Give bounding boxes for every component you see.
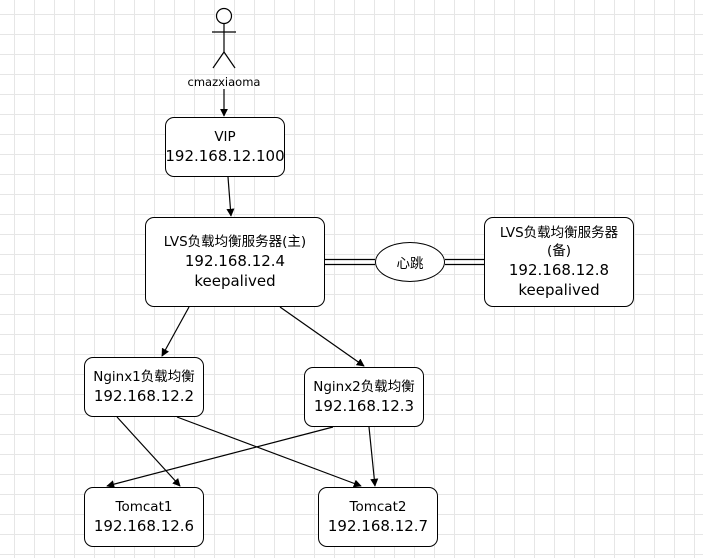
lvs-backup-node[interactable]: LVS负载均衡服务器 (备) 192.168.12.8 keepalived <box>484 217 634 307</box>
tomcat2-node[interactable]: Tomcat2 192.168.12.7 <box>318 487 438 547</box>
heartbeat-label: 心跳 <box>396 256 424 272</box>
link-heartbeat-lvs-backup <box>445 258 484 266</box>
lvs-backup-software: keepalived <box>518 281 600 299</box>
edge-vip-to-lvs-master <box>226 176 235 217</box>
edge-lvs-master-to-nginx1 <box>161 306 190 357</box>
nginx1-node[interactable]: Nginx1负载均衡 192.168.12.2 <box>84 357 204 417</box>
heartbeat-node[interactable]: 心跳 <box>375 242 445 282</box>
lvs-backup-role: (备) <box>546 243 572 259</box>
tomcat1-title: Tomcat1 <box>115 499 173 515</box>
lvs-master-node[interactable]: LVS负载均衡服务器(主) 192.168.12.4 keepalived <box>145 217 325 307</box>
actor-label: cmazxiaoma <box>187 75 261 89</box>
edge-nginx2-to-tomcat1 <box>106 426 334 489</box>
tomcat2-title: Tomcat2 <box>349 499 407 515</box>
tomcat1-node[interactable]: Tomcat1 192.168.12.6 <box>84 487 204 547</box>
vip-title: VIP <box>214 129 236 145</box>
vip-node[interactable]: VIP 192.168.12.100 <box>165 117 285 177</box>
lvs-master-title: LVS负载均衡服务器(主) <box>163 234 307 250</box>
nginx2-title: Nginx2负载均衡 <box>313 379 415 395</box>
edge-nginx2-to-tomcat2 <box>368 426 379 487</box>
nginx2-ip: 192.168.12.3 <box>313 397 415 415</box>
lvs-master-software: keepalived <box>194 272 276 290</box>
actor-figure <box>212 7 236 69</box>
edge-nginx1-to-tomcat2 <box>176 416 362 488</box>
link-lvs-master-heartbeat <box>325 258 375 266</box>
nginx1-title: Nginx1负载均衡 <box>93 369 195 385</box>
nginx1-ip: 192.168.12.2 <box>93 387 195 405</box>
edge-nginx1-to-tomcat1 <box>116 416 181 487</box>
nginx2-node[interactable]: Nginx2负载均衡 192.168.12.3 <box>304 367 424 427</box>
edge-lvs-master-to-nginx2 <box>279 306 365 367</box>
lvs-backup-title: LVS负载均衡服务器 <box>499 225 619 241</box>
lvs-backup-ip: 192.168.12.8 <box>508 261 610 279</box>
tomcat1-ip: 192.168.12.6 <box>93 517 195 535</box>
tomcat2-ip: 192.168.12.7 <box>327 517 429 535</box>
vip-ip: 192.168.12.100 <box>165 147 285 165</box>
lvs-master-ip: 192.168.12.4 <box>184 252 286 270</box>
